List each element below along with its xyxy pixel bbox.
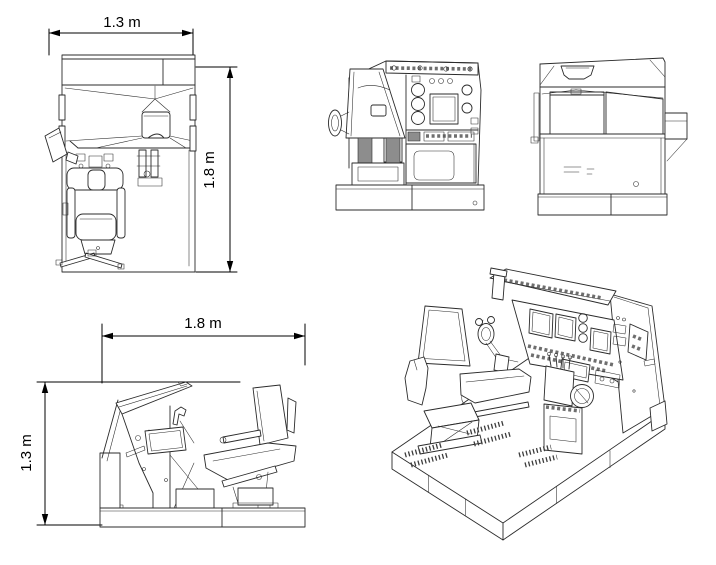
side-view-seat — [203, 384, 297, 509]
top-view-linework — [44, 54, 197, 273]
rear-view-yoke-wheel — [328, 109, 350, 137]
side-view-height-label: 1.3 m — [18, 434, 35, 472]
rear-view-drawing — [328, 60, 485, 211]
top-view-pedal-unit — [136, 149, 163, 187]
isometric-seat — [404, 305, 532, 455]
top-view-width-dimension: 1.3 m — [48, 14, 194, 56]
side-view-drawing: 1.8 m 1.3 m — [18, 315, 306, 528]
top-view-seat — [55, 167, 126, 270]
side-view-height-dimension: 1.3 m — [18, 381, 241, 526]
top-view-width-label: 1.3 m — [103, 14, 141, 31]
top-view-depth-label: 1.8 m — [201, 151, 218, 189]
top-view-depth-dimension: 1.8 m — [195, 66, 238, 273]
side-view-length-label: 1.8 m — [184, 315, 222, 332]
front-view-drawing — [530, 57, 688, 216]
isometric-view-drawing — [391, 267, 668, 541]
front-view-linework — [530, 57, 688, 216]
top-view-drawing: 1.3 m 1.8 m — [44, 14, 238, 273]
rear-view-seat — [345, 68, 406, 186]
isometric-linework — [391, 267, 668, 541]
rear-view-linework — [328, 60, 485, 211]
side-view-length-dimension: 1.8 m — [101, 315, 306, 384]
side-view-linework — [99, 381, 306, 528]
